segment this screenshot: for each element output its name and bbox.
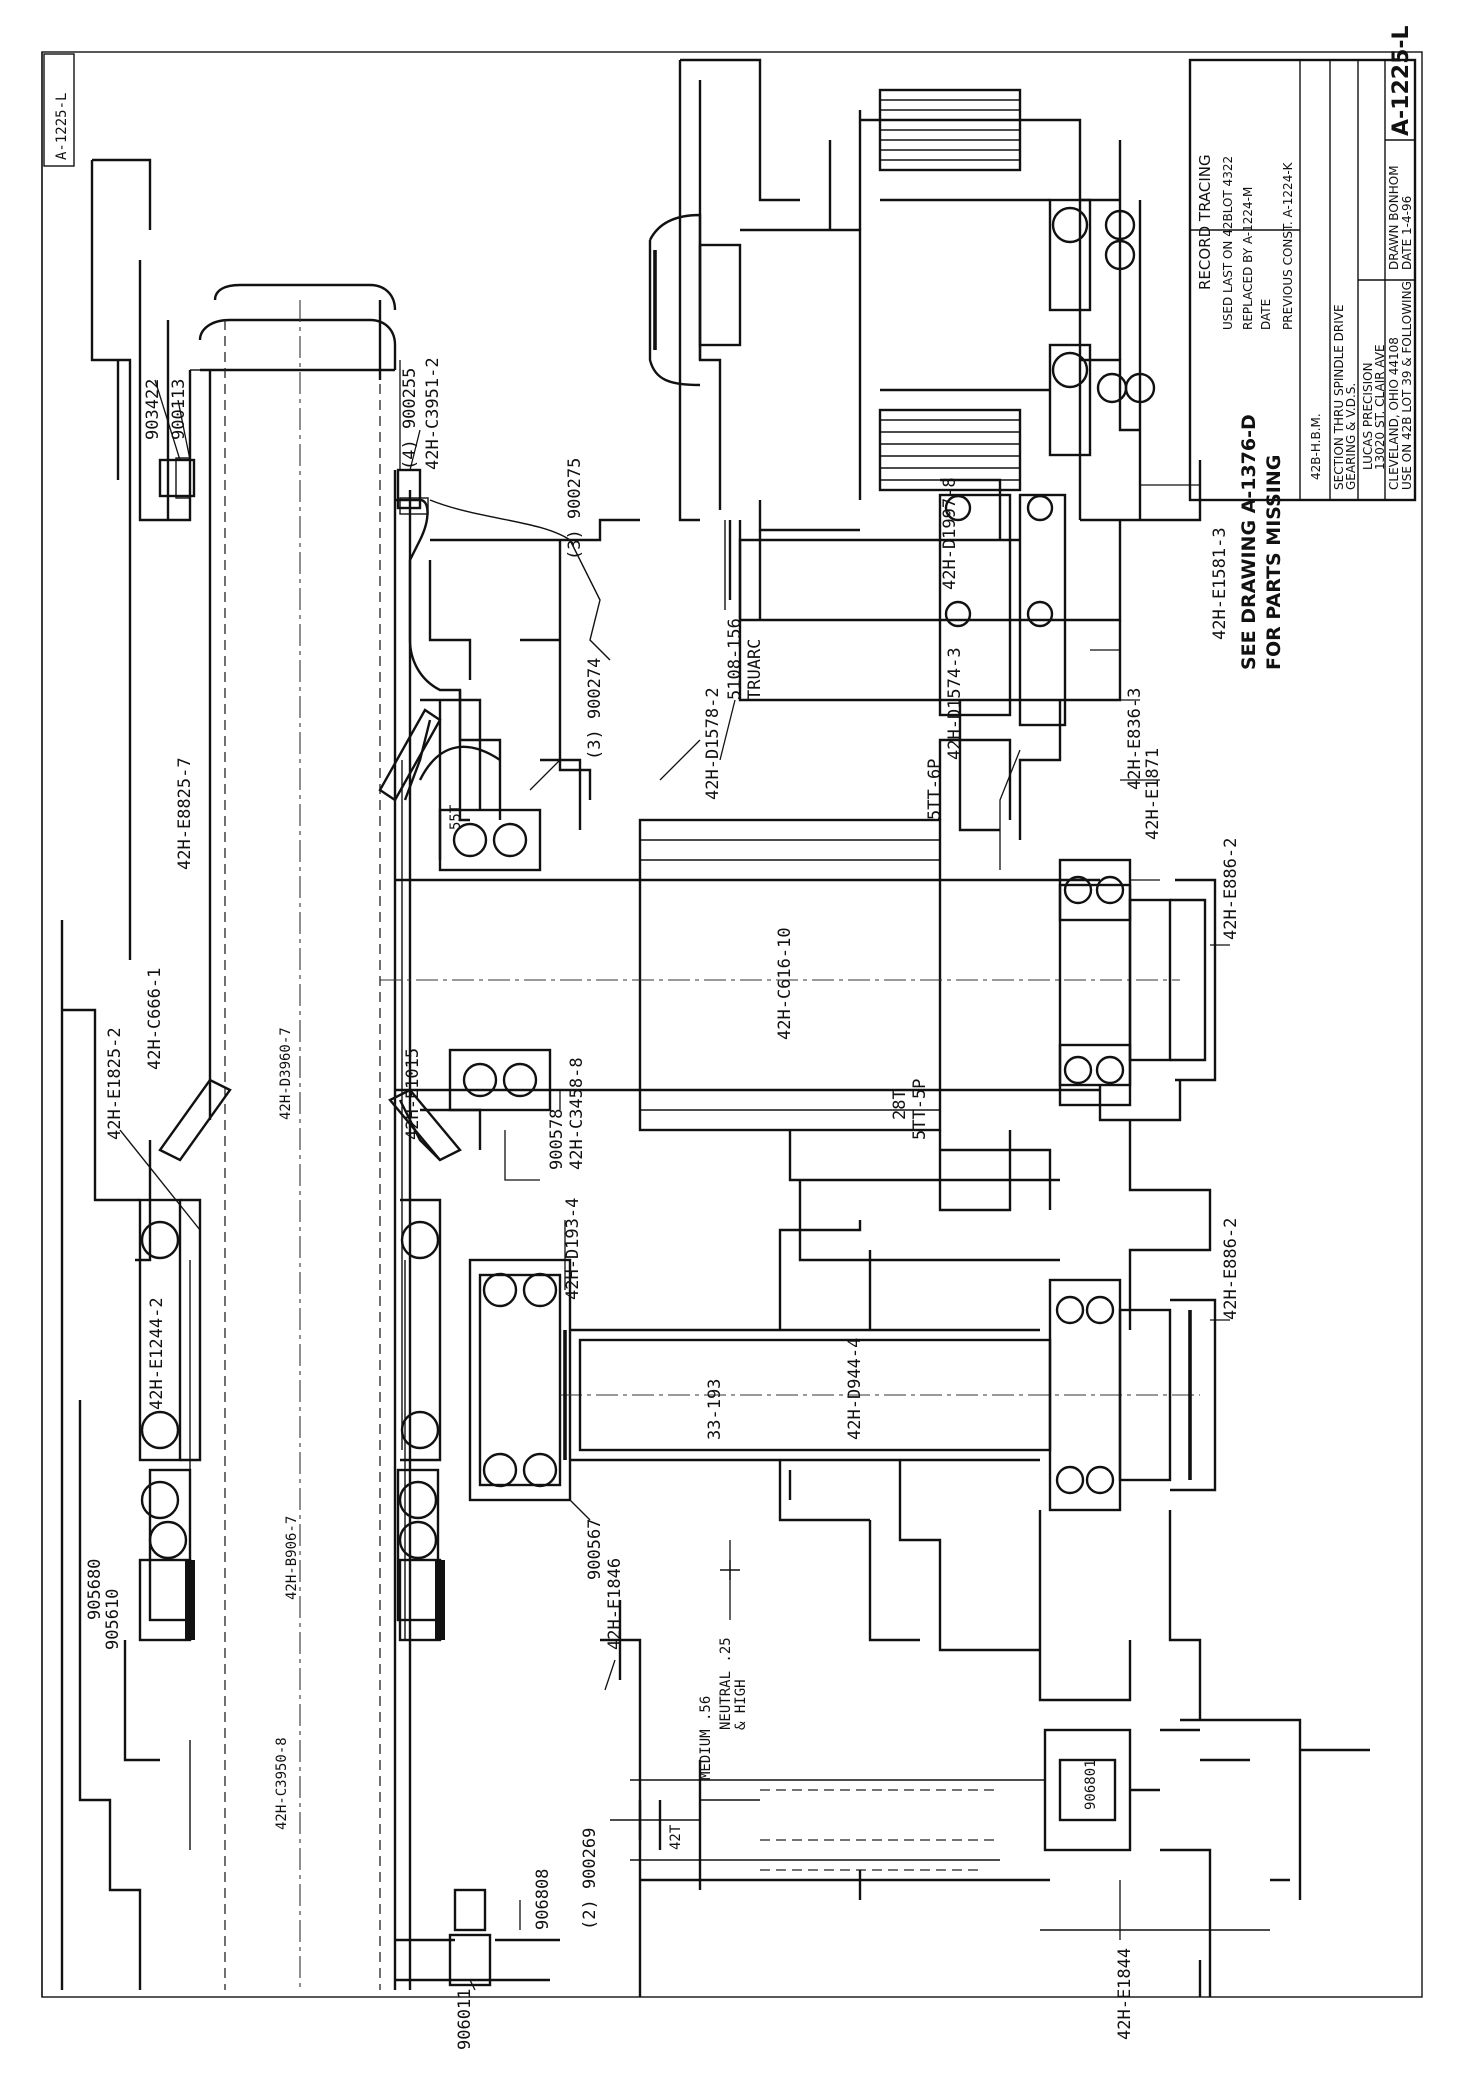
gear-labels: 5TT-6P 5TT-5P 28T 55T 33-193 42T MEDIUM … xyxy=(448,759,945,1850)
svg-text:USED LAST ON 42BLOT 4322: USED LAST ON 42BLOT 4322 xyxy=(1221,156,1235,330)
svg-text:5TT-5P: 5TT-5P xyxy=(910,1079,930,1140)
housing-right xyxy=(648,58,1202,840)
left-bearing-stack xyxy=(138,1198,445,1642)
svg-text:42H-E886-2: 42H-E886-2 xyxy=(1221,838,1241,940)
svg-text:905610: 905610 xyxy=(103,1589,123,1650)
svg-text:5TT-6P: 5TT-6P xyxy=(925,759,945,820)
svg-text:REPLACED BY A-1224-M: REPLACED BY A-1224-M xyxy=(1241,187,1255,330)
svg-text:(3) 900275: (3) 900275 xyxy=(565,458,585,560)
svg-text:42H-E886-2: 42H-E886-2 xyxy=(1221,1218,1241,1320)
svg-text:42H-E1244-2: 42H-E1244-2 xyxy=(147,1297,167,1410)
svg-text:RECORD TRACING: RECORD TRACING xyxy=(1196,154,1214,290)
svg-text:& HIGH: & HIGH xyxy=(733,1679,749,1730)
svg-text:42T: 42T xyxy=(668,1824,684,1850)
svg-text:FOR PARTS MISSING: FOR PARTS MISSING xyxy=(1263,455,1285,670)
svg-text:42H-E1844: 42H-E1844 xyxy=(1115,1948,1135,2040)
svg-text:42H-E1825-2: 42H-E1825-2 xyxy=(105,1027,125,1140)
svg-text:906801: 906801 xyxy=(1083,1759,1099,1810)
svg-text:906808: 906808 xyxy=(533,1869,553,1930)
svg-text:42H-E8825-7: 42H-E8825-7 xyxy=(175,757,195,870)
svg-text:55T: 55T xyxy=(448,804,464,830)
svg-text:MEDIUM .56: MEDIUM .56 xyxy=(698,1696,714,1780)
svg-text:A-1225-L: A-1225-L xyxy=(54,93,70,160)
svg-text:DRAWN BONHOM: DRAWN BONHOM xyxy=(1387,165,1401,270)
housing-upper xyxy=(395,498,640,860)
svg-text:42H-E1846: 42H-E1846 xyxy=(605,1558,625,1650)
svg-text:42H-D193-4: 42H-D193-4 xyxy=(563,1198,583,1300)
svg-text:33-193: 33-193 xyxy=(705,1379,725,1440)
svg-text:DATE 1-4-96: DATE 1-4-96 xyxy=(1400,196,1414,270)
svg-text:NEUTRAL .25: NEUTRAL .25 xyxy=(718,1637,734,1730)
svg-text:42B-H.B.M.: 42B-H.B.M. xyxy=(1309,413,1323,480)
corner-tag: A-1225-L xyxy=(43,53,75,167)
svg-text:42H-C666-1: 42H-C666-1 xyxy=(145,968,165,1070)
lower-right-assembly xyxy=(630,1718,1370,1997)
missing-parts-note: SEE DRAWING A-1376-D FOR PARTS MISSING xyxy=(1238,414,1285,670)
bevel-gears xyxy=(119,708,462,1231)
svg-text:13020 ST. CLAIR AVE: 13020 ST. CLAIR AVE xyxy=(1373,344,1387,470)
svg-text:(3) 900274: (3) 900274 xyxy=(585,658,605,760)
svg-text:903422: 903422 xyxy=(143,379,163,440)
svg-text:42H-C3950-8: 42H-C3950-8 xyxy=(274,1737,290,1830)
lower-shaft xyxy=(468,1120,1217,1720)
shifter xyxy=(600,1540,760,1850)
bottom-nuts xyxy=(395,1888,560,1987)
svg-text:GEARING & V.D.S.: GEARING & V.D.S. xyxy=(1344,383,1358,490)
part-labels: 903422 900113 (4) 900255 42H-C3951-2 42H… xyxy=(85,357,1241,2050)
svg-text:42H-D1997-8: 42H-D1997-8 xyxy=(940,477,960,590)
leaders xyxy=(154,360,1230,1991)
svg-text:5108-156: 5108-156 xyxy=(725,618,745,700)
svg-text:906011: 906011 xyxy=(455,1989,475,2050)
svg-text:A-1225-L: A-1225-L xyxy=(1389,25,1414,136)
svg-text:USE ON 42B LOT 39 & FOLLOWIN: USE ON 42B LOT 39 & FOLLOWING xyxy=(1400,281,1414,490)
svg-text:42H-E1871: 42H-E1871 xyxy=(1143,748,1163,840)
svg-text:900567: 900567 xyxy=(585,1519,605,1580)
svg-text:SECTION THRU SPINDLE DRIVE: SECTION THRU SPINDLE DRIVE xyxy=(1332,304,1346,490)
svg-text:SEE DRAWING A-1376-D: SEE DRAWING A-1376-D xyxy=(1238,414,1260,670)
svg-text:42H-E1015: 42H-E1015 xyxy=(403,1048,423,1140)
main-shaft xyxy=(380,698,1217,1262)
svg-text:42H-D1578-2: 42H-D1578-2 xyxy=(703,687,723,800)
svg-text:900113: 900113 xyxy=(169,379,189,440)
svg-text:(4) 900255: (4) 900255 xyxy=(400,368,420,470)
svg-text:(2) 900269: (2) 900269 xyxy=(580,1828,600,1930)
svg-text:CLEVELAND, OHIO 44108: CLEVELAND, OHIO 44108 xyxy=(1387,337,1401,490)
svg-text:42H-E1581-3: 42H-E1581-3 xyxy=(1210,527,1230,640)
svg-text:42H-C3951-2: 42H-C3951-2 xyxy=(423,357,443,470)
svg-text:42H-B906-7: 42H-B906-7 xyxy=(284,1516,300,1600)
svg-text:42H-D1574-3: 42H-D1574-3 xyxy=(945,647,965,760)
svg-text:28T: 28T xyxy=(890,1089,910,1120)
svg-text:42H-D944-4: 42H-D944-4 xyxy=(845,1338,865,1440)
svg-text:905680: 905680 xyxy=(85,1559,105,1620)
title-block: RECORD TRACING USED LAST ON 42BLOT 4322 … xyxy=(1188,25,1417,502)
svg-text:42H-C3458-8: 42H-C3458-8 xyxy=(567,1057,587,1170)
svg-text:42H-D3960-7: 42H-D3960-7 xyxy=(278,1027,294,1120)
svg-text:TRUARC: TRUARC xyxy=(745,639,765,700)
svg-text:LUCAS PRECISION: LUCAS PRECISION xyxy=(1361,362,1375,470)
svg-text:42H-C616-10: 42H-C616-10 xyxy=(775,927,795,1040)
margin-text: 42H-C3950-8 42H-D3960-7 xyxy=(274,1027,294,1830)
svg-text:PREVIOUS CONST. A-1224-K: PREVIOUS CONST. A-1224-K xyxy=(1281,161,1295,330)
svg-text:42H-E836-3: 42H-E836-3 xyxy=(1125,688,1145,790)
spindle-sleeve xyxy=(60,158,412,1990)
svg-text:DATE: DATE xyxy=(1259,299,1273,330)
svg-text:900578: 900578 xyxy=(547,1109,567,1170)
